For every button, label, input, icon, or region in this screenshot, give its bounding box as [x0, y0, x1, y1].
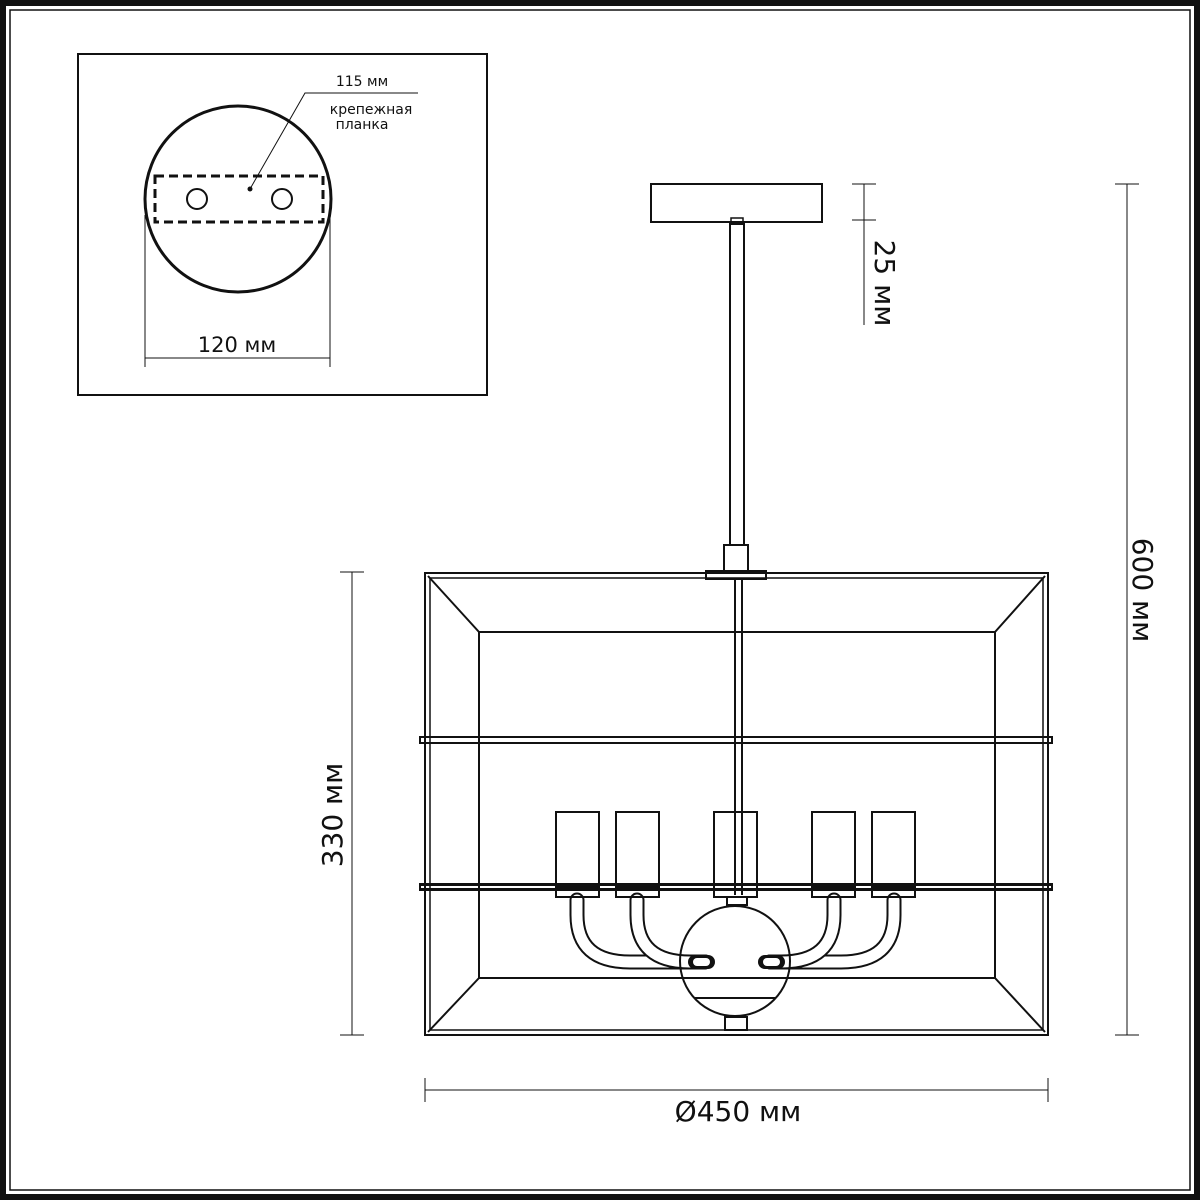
stem	[729, 223, 745, 546]
dimension-canopy-height: 25 мм	[852, 183, 901, 327]
candle-cups	[420, 811, 1052, 898]
coupling	[723, 544, 749, 573]
shade-height-label: 330 мм	[316, 763, 349, 868]
arms	[569, 892, 902, 970]
bracket-width-label: 115 мм	[336, 74, 388, 90]
canopy-plate	[143, 104, 333, 294]
finial	[724, 1016, 748, 1031]
dimension-diameter: Ø450 мм	[424, 1078, 1049, 1128]
mounting-bracket	[153, 174, 325, 224]
inset-box	[77, 53, 488, 396]
canopy	[650, 183, 823, 223]
canopy-diameter-label: 120 мм	[198, 333, 276, 357]
screw-hole	[271, 188, 293, 210]
mount-inset: 115 мм крепежная планка 120 мм	[77, 53, 488, 396]
leader-line	[249, 92, 418, 190]
canopy-height-label: 25 мм	[868, 240, 901, 327]
dimension-shade-height: 330 мм	[316, 571, 364, 1036]
diameter-label: Ø450 мм	[675, 1095, 802, 1128]
total-height-label: 600 мм	[1126, 538, 1159, 643]
cage-ring	[419, 736, 1053, 744]
screw-hole	[186, 188, 208, 210]
bracket-label-1: крепежная	[330, 102, 413, 118]
candle-cup	[713, 811, 758, 898]
chandelier	[419, 183, 1053, 1036]
bracket-label-2: планка	[336, 117, 389, 133]
cage-inner	[478, 631, 996, 979]
dimension-total-height: 600 мм	[1115, 183, 1159, 1036]
inner-frame	[9, 9, 1191, 1191]
cage-outer	[424, 572, 1049, 1036]
